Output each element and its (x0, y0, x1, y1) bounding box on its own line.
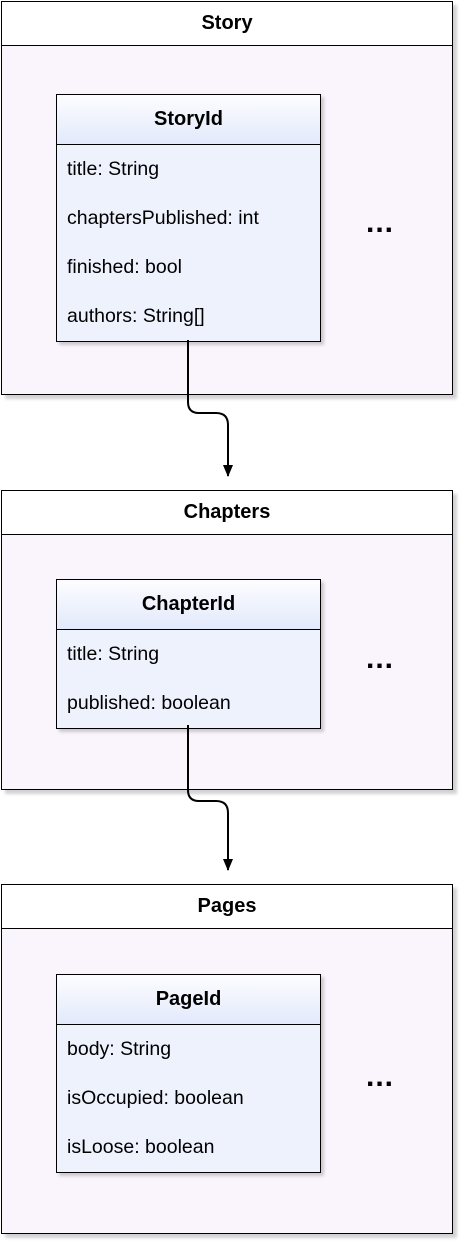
collection-title: Pages (2, 885, 452, 929)
more-ellipsis: ... (366, 642, 395, 675)
collection-title: Story (2, 2, 452, 46)
document-field: title: String (67, 643, 160, 665)
document-field: body: String (67, 1038, 172, 1060)
document-chapter-id: ChapterId title: String published: boole… (56, 579, 321, 729)
more-ellipsis: ... (366, 1060, 395, 1093)
document-field: authors: String[] (67, 305, 205, 327)
document-title: ChapterId (57, 580, 320, 630)
document-title: PageId (57, 975, 320, 1025)
document-field: chaptersPublished: int (67, 207, 259, 229)
document-field: finished: bool (67, 256, 182, 278)
document-field: published: boolean (67, 692, 231, 714)
more-ellipsis: ... (366, 206, 395, 239)
document-field: isOccupied: boolean (67, 1087, 244, 1109)
collection-title: Chapters (2, 491, 452, 535)
document-title: StoryId (57, 95, 320, 145)
document-story-id: StoryId title: String chaptersPublished:… (56, 94, 321, 342)
document-field: isLoose: boolean (67, 1136, 215, 1158)
document-page-id: PageId body: String isOccupied: boolean … (56, 974, 321, 1173)
document-field: title: String (67, 158, 160, 180)
